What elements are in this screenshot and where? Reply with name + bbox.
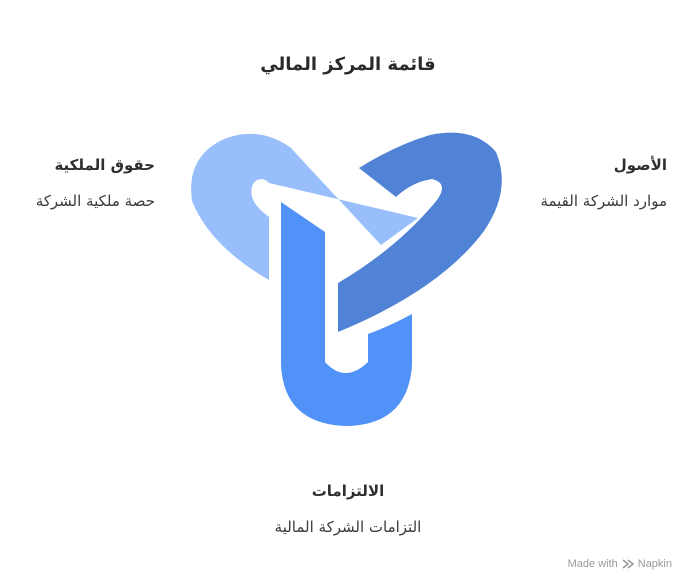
assets-block: الأصول موارد الشركة القيمة — [540, 156, 667, 210]
equity-block: حقوق الملكية حصة ملكية الشركة — [36, 156, 155, 210]
made-with-label: Made with — [567, 558, 618, 570]
assets-heading: الأصول — [613, 156, 667, 174]
liabilities-heading: الالتزامات — [311, 482, 385, 500]
liabilities-block: الالتزامات التزامات الشركة المالية — [0, 482, 696, 536]
liabilities-description: التزامات الشركة المالية — [274, 518, 422, 536]
liabilities-loop — [281, 202, 412, 426]
equity-loop — [191, 133, 418, 280]
assets-loop — [338, 132, 502, 332]
diagram-title: قائمة المركز المالي — [260, 54, 436, 75]
napkin-watermark[interactable]: Made with Napkin — [568, 558, 672, 570]
equity-heading: حقوق الملكية — [54, 156, 155, 174]
equity-description: حصة ملكية الشركة — [35, 192, 155, 210]
napkin-brand-label: Napkin — [637, 558, 672, 570]
assets-description: موارد الشركة القيمة — [540, 192, 667, 210]
napkin-logo-icon — [622, 559, 634, 569]
